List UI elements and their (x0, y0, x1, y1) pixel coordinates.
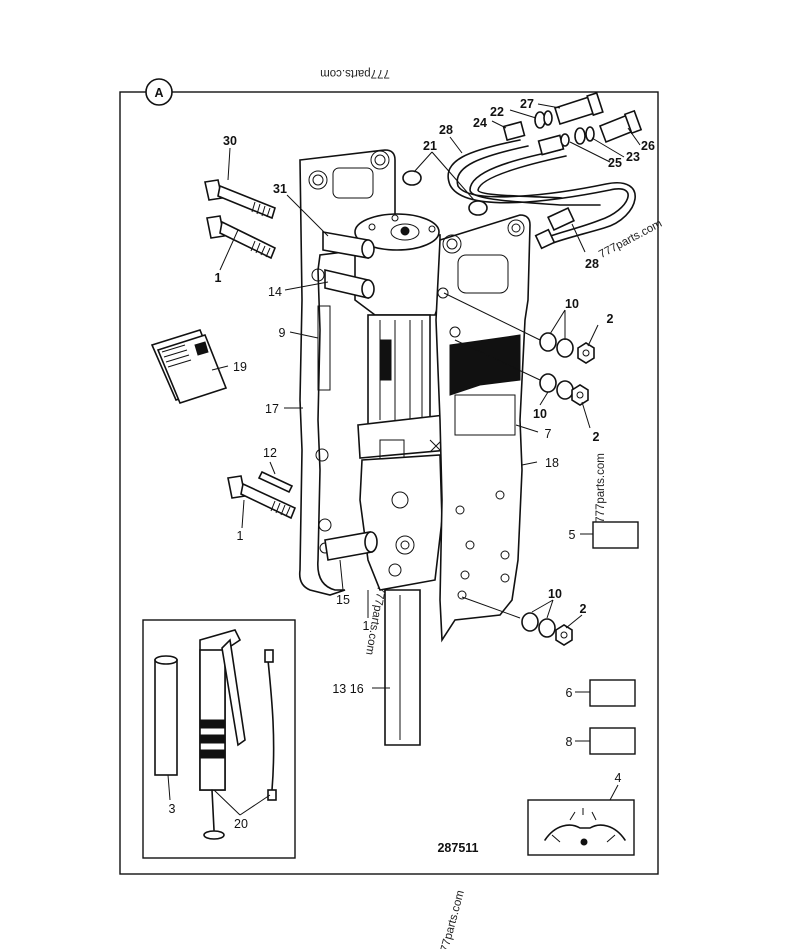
label-28-lower: 28 (585, 257, 599, 271)
label-2-lower: 2 (580, 602, 587, 616)
part-box-8 (589, 727, 636, 755)
label-23: 23 (626, 150, 640, 164)
washer-nut-set-upper (539, 332, 595, 364)
grease-gun-inset (142, 619, 296, 859)
leader-lines (167, 103, 641, 816)
label-2-middle: 2 (593, 430, 600, 444)
drawing-number: 287511 (437, 841, 478, 855)
section-badge-label: A (154, 86, 163, 100)
bolt-30 (204, 179, 276, 220)
diagram-frame (119, 91, 659, 875)
breaker-body (354, 213, 449, 746)
label-21: 21 (423, 139, 437, 153)
label-1-tool: 1 (363, 619, 370, 633)
label-17: 17 (265, 402, 279, 416)
decal-4 (527, 799, 635, 856)
washer-nut-set-lower (521, 612, 573, 646)
part-box-5 (592, 521, 639, 549)
label-30: 30 (223, 134, 237, 148)
label-1-lower: 1 (237, 529, 244, 543)
label-25: 25 (608, 156, 622, 170)
label-10-middle: 10 (533, 407, 547, 421)
grease-gun (199, 629, 277, 840)
label-1-top: 1 (215, 271, 222, 285)
watermark-top: 777parts.com (320, 67, 390, 79)
label-15: 15 (336, 593, 350, 607)
watermark-right: 777parts.com (595, 453, 607, 523)
label-3: 3 (169, 802, 176, 816)
pin-31 (322, 231, 375, 259)
bolt-1-lower (227, 475, 297, 520)
label-7: 7 (545, 427, 552, 441)
label-20: 20 (234, 817, 248, 831)
coupling-26 (598, 109, 643, 144)
label-4: 4 (615, 771, 622, 785)
coupling-27 (554, 91, 604, 126)
label-2-upper: 2 (607, 312, 614, 326)
pin-12 (257, 470, 294, 494)
bolt-1-top (206, 215, 277, 260)
label-26: 26 (641, 139, 655, 153)
label-18: 18 (545, 456, 559, 470)
label-12: 12 (263, 446, 277, 460)
operator-manual (150, 329, 228, 404)
label-10-lower: 10 (548, 587, 562, 601)
pin-14 (324, 268, 375, 300)
label-10-upper: 10 (565, 297, 579, 311)
washer-nut-set-middle (539, 373, 589, 406)
label-24: 24 (473, 116, 487, 130)
label-13-16: 13 16 (332, 682, 363, 696)
label-27: 27 (520, 97, 534, 111)
label-19: 19 (233, 360, 247, 374)
grease-cartridge (154, 655, 178, 776)
label-8: 8 (566, 735, 573, 749)
watermark-bottom: 777parts.com (437, 889, 467, 949)
label-31: 31 (273, 182, 287, 196)
watermark-hose: 777parts.com (597, 218, 664, 261)
pin-15 (324, 531, 378, 561)
section-badge: A (145, 78, 173, 106)
assembly-lines (443, 292, 541, 619)
right-mounting-plate (435, 214, 531, 643)
label-22: 22 (490, 105, 504, 119)
label-9: 9 (279, 326, 286, 340)
hose-assembly (402, 91, 643, 250)
part-box-6 (589, 679, 636, 707)
label-28-top: 28 (439, 123, 453, 137)
label-14: 14 (268, 285, 282, 299)
label-5: 5 (569, 528, 576, 542)
label-6: 6 (566, 686, 573, 700)
part-labels: 30 31 1 14 9 19 17 12 1 15 1 13 16 28 21… (169, 97, 655, 855)
